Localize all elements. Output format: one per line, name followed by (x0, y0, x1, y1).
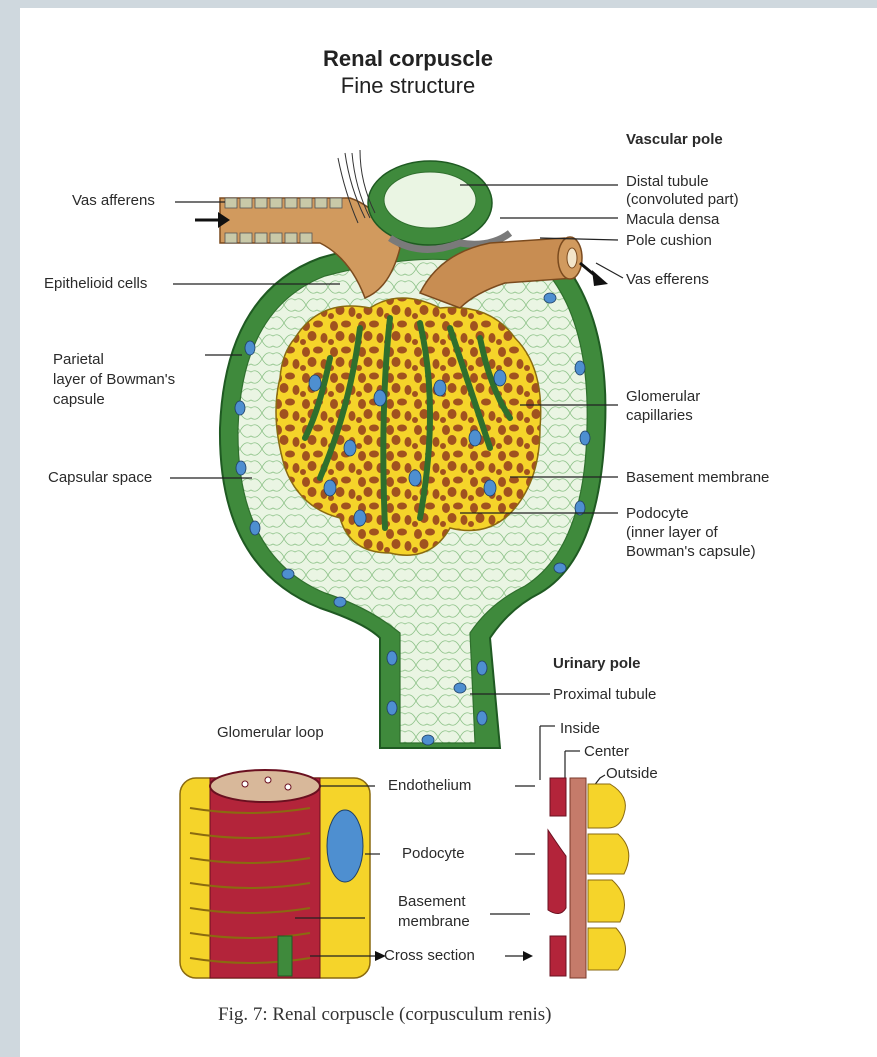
label-epithelioid-cells: Epithelioid cells (44, 275, 147, 292)
label-vas-afferens: Vas afferens (72, 192, 155, 209)
label-podocyte: Podocyte (626, 505, 689, 522)
label-outside: Outside (606, 765, 658, 782)
label-cross-section: Cross section (384, 947, 475, 964)
figure-page: Renal corpuscle Fine structure (20, 8, 877, 1057)
label-inside: Inside (560, 720, 600, 737)
label-endothelium: Endothelium (388, 777, 471, 794)
label-center: Center (584, 743, 629, 760)
label-podocyte-3: Bowman's capsule) (626, 543, 756, 560)
label-parietal-3: capsule (53, 391, 105, 408)
label-urinary-pole: Urinary pole (553, 655, 641, 672)
label-inset-membrane: membrane (398, 913, 470, 930)
label-podocyte-2: (inner layer of (626, 524, 719, 541)
glomerular-loop-illustration (180, 770, 370, 978)
figure-caption: Fig. 7: Renal corpuscle (corpusculum ren… (218, 1004, 551, 1025)
label-inset-basement: Basement (398, 893, 466, 910)
label-glomerular-capillaries: Glomerular (626, 388, 700, 405)
cross-section-diagram (540, 726, 629, 978)
cross-section-arrow-right (523, 951, 533, 961)
label-basement-membrane: Basement membrane (626, 469, 769, 486)
label-inset-podocyte: Podocyte (402, 845, 465, 862)
label-macula-densa: Macula densa (626, 211, 720, 228)
label-vas-efferens: Vas efferens (626, 271, 709, 288)
label-glomerular-loop: Glomerular loop (217, 724, 324, 741)
label-glomerular-capillaries-2: capillaries (626, 407, 693, 424)
outflow-arrowhead (592, 270, 608, 286)
label-parietal-2: layer of Bowman's (53, 371, 175, 388)
label-capsular-space: Capsular space (48, 469, 152, 486)
label-distal-tubule: Distal tubule (626, 173, 709, 190)
label-vascular-pole: Vascular pole (626, 131, 723, 148)
diagram-subtitle: Fine structure (341, 73, 476, 98)
renal-corpuscle-diagram: Renal corpuscle Fine structure (20, 8, 877, 1057)
label-pole-cushion: Pole cushion (626, 232, 712, 249)
diagram-title: Renal corpuscle (323, 46, 493, 71)
label-proximal-tubule: Proximal tubule (553, 686, 656, 703)
label-parietal: Parietal (53, 351, 104, 368)
label-distal-tubule-sub: (convoluted part) (626, 191, 739, 208)
